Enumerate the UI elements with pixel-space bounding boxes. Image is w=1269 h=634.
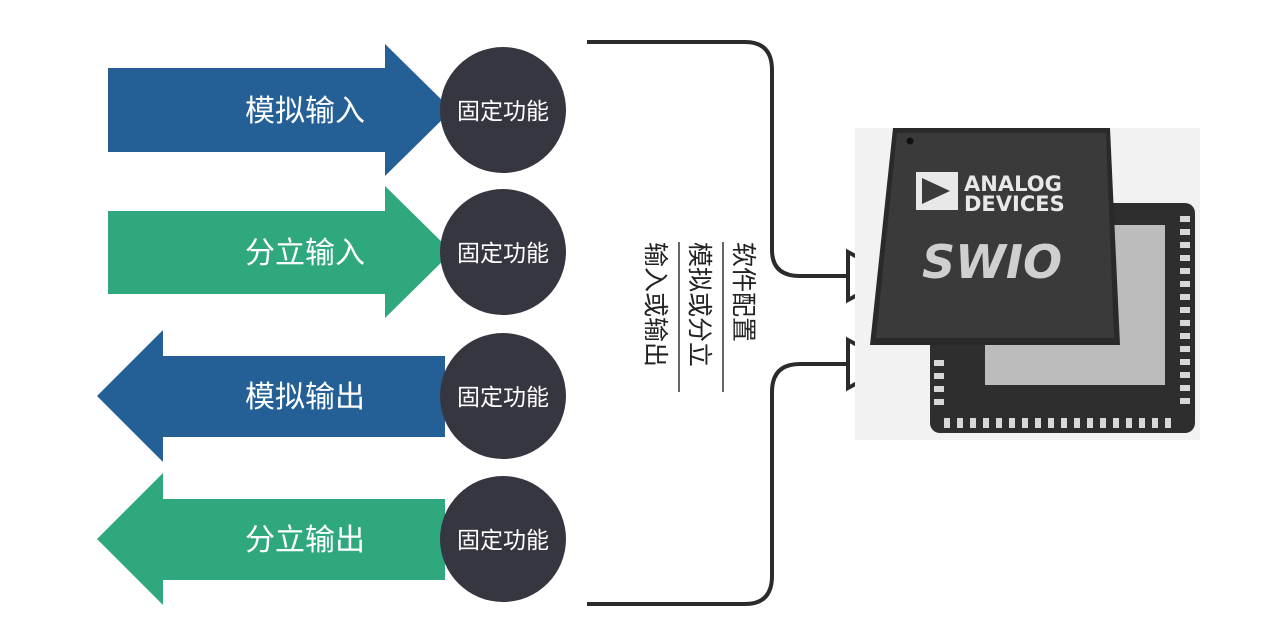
arrow-analog-input-shape: [108, 44, 452, 176]
chip-brand-line-2: DEVICES: [964, 192, 1065, 216]
back-chip-pins-right: [1180, 216, 1190, 404]
fixed-function-node-4: 固定功能: [440, 476, 566, 602]
chip-model-label: SWIO: [922, 235, 1062, 289]
chip-illustration: ANALOG DEVICES SWIO: [855, 128, 1200, 440]
front-chip-pin1-dot: [906, 137, 914, 145]
fixed-function-label-4: 固定功能: [457, 528, 549, 554]
arrow-discrete-input-label: 分立输入: [245, 236, 365, 271]
fixed-function-label-1: 固定功能: [457, 99, 549, 125]
back-chip-pins-left: [934, 360, 944, 405]
arrow-discrete-output-label: 分立输出: [245, 523, 365, 558]
arrow-discrete-output: 分立输出: [97, 473, 445, 605]
fixed-function-circle-3: [440, 333, 566, 459]
front-chip: ANALOG DEVICES SWIO: [870, 128, 1120, 345]
software-config-line-2: 模拟或分立: [685, 242, 714, 367]
arrow-discrete-output-shape: [97, 473, 445, 605]
arrow-analog-output-shape: [97, 330, 445, 462]
arrow-analog-input: 模拟输入: [108, 44, 452, 176]
software-config-line-1: 软件配置: [729, 242, 758, 342]
fixed-function-node-1: 固定功能: [440, 47, 566, 173]
fixed-function-circle-4: [440, 476, 566, 602]
upper-connector-line: [587, 40, 850, 278]
fixed-function-label-3: 固定功能: [457, 385, 549, 411]
arrow-analog-input-label: 模拟输入: [245, 94, 365, 129]
back-chip-pins-bottom: [944, 418, 1171, 428]
fixed-function-node-3: 固定功能: [440, 333, 566, 459]
software-config-text: 软件配置 模拟或分立 输入或输出: [641, 242, 758, 392]
software-config-line-3: 输入或输出: [641, 242, 670, 367]
fixed-function-node-2: 固定功能: [440, 189, 566, 315]
arrow-analog-output: 模拟输出: [97, 330, 445, 462]
fixed-function-circle-2: [440, 189, 566, 315]
arrow-analog-output-label: 模拟输出: [245, 380, 365, 415]
fixed-function-circle-1: [440, 47, 566, 173]
fixed-function-label-2: 固定功能: [457, 241, 549, 267]
lower-connector-line: [587, 362, 850, 606]
chip-brand-line-1: ANALOG: [964, 172, 1062, 196]
adi-logo-icon: [916, 172, 958, 210]
arrow-discrete-input-shape: [108, 186, 452, 318]
arrow-discrete-input: 分立输入: [108, 186, 452, 318]
